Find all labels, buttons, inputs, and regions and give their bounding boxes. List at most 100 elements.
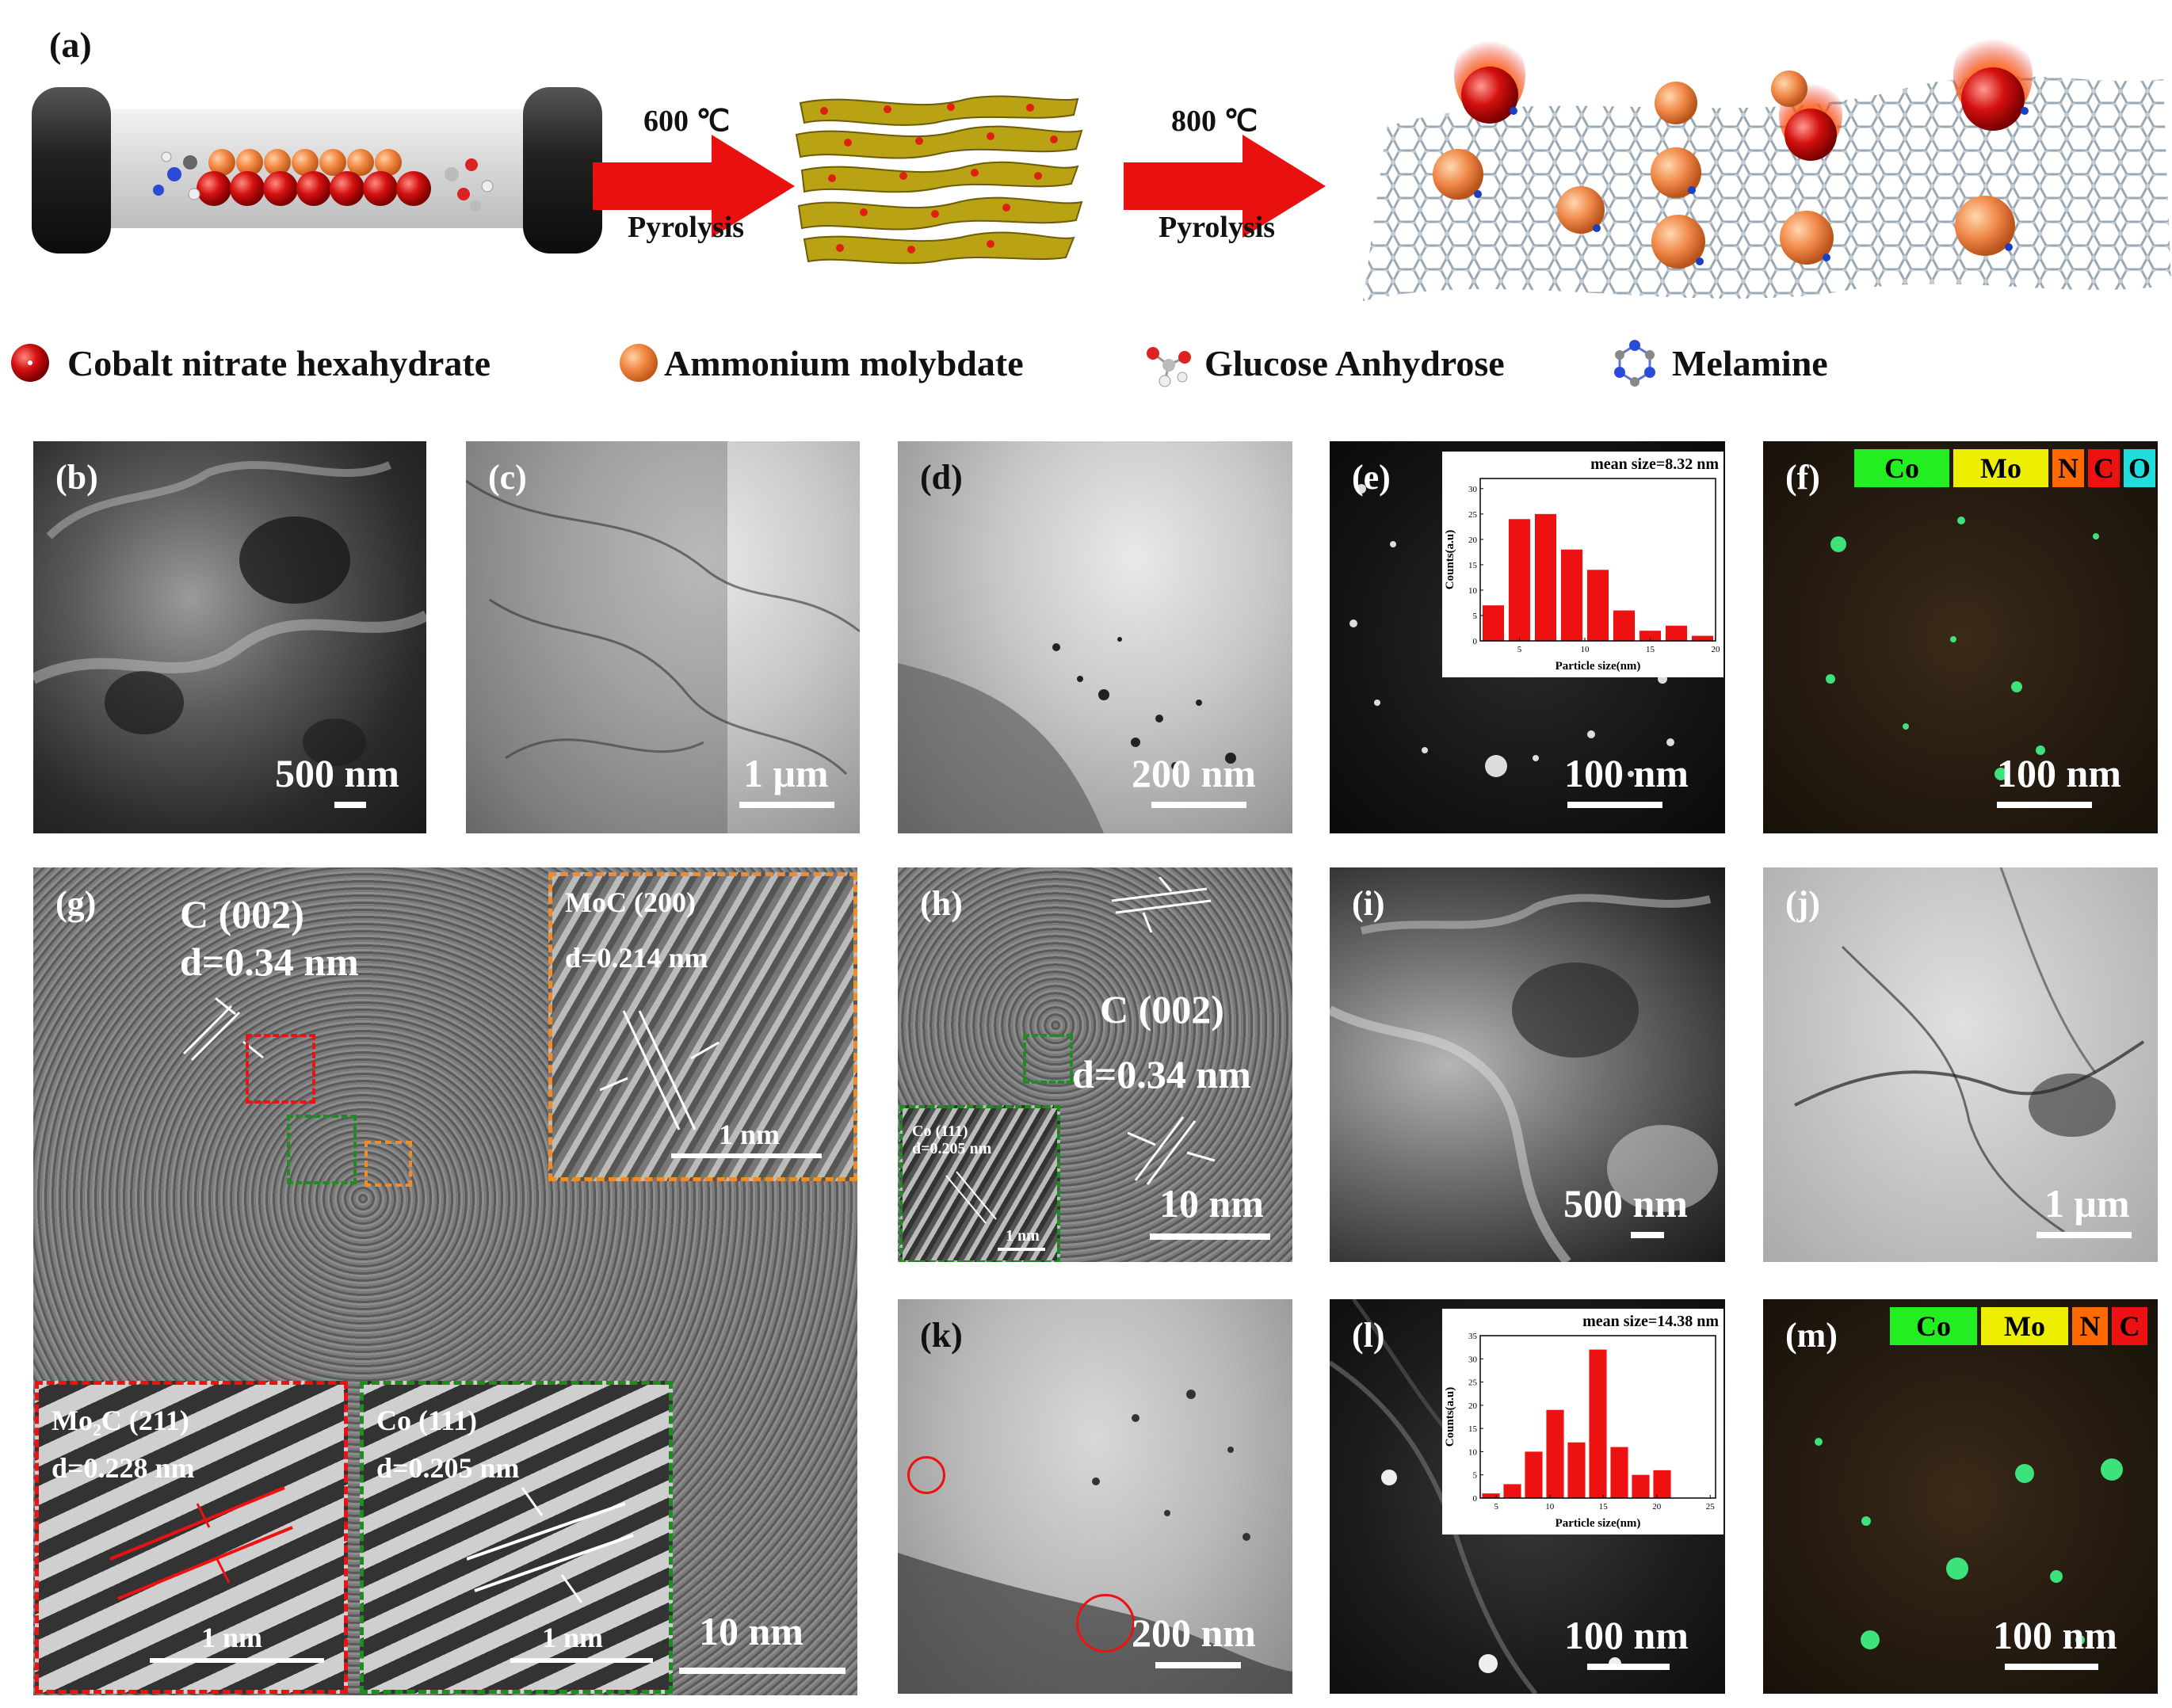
scale-bar-label: 1 μm	[2044, 1181, 2130, 1226]
highlight-circle	[1076, 1594, 1135, 1653]
panel-label-g: (g)	[55, 884, 97, 923]
orange-sphere-icon	[620, 344, 658, 382]
element-tag-o: O	[2124, 449, 2155, 487]
x-tick-label: 10	[1545, 1502, 1555, 1512]
element-tag-mo: Mo	[1981, 1307, 2068, 1345]
inset-moc-spacing: d=0.214 nm	[565, 942, 708, 974]
scale-bar	[998, 1248, 1045, 1251]
histogram-bar	[1534, 513, 1557, 641]
x-tick-label: 20	[1652, 1502, 1662, 1512]
y-tick-label: 30	[1468, 1355, 1478, 1364]
scale-bar-label: 1 nm	[542, 1622, 604, 1653]
melamine-molecule-icon	[1614, 340, 1655, 387]
y-tick-label: 0	[1473, 1494, 1478, 1504]
scale-bar	[1587, 1664, 1670, 1670]
y-axis-label: Counts(a.u)	[1444, 530, 1456, 589]
scale-bar-label: 10 nm	[1159, 1181, 1264, 1226]
panel-label-m: (m)	[1785, 1316, 1838, 1355]
step2-temperature: 800 ℃	[1171, 105, 1258, 138]
panel-k-tem-image: (k) 200 nm	[898, 1299, 1292, 1694]
panel-f-eds-map: (f) Co Mo N C O 100 nm	[1763, 441, 2158, 833]
y-tick-label: 10	[1468, 586, 1478, 596]
legend-label-molybdate: Ammonium molybdate	[664, 343, 1024, 383]
scale-bar-label: 100 nm	[1997, 751, 2121, 795]
panel-b-sem-image: (b) 500 nm	[33, 441, 426, 833]
panel-label-e: (e)	[1352, 458, 1391, 497]
lattice-fringe-marker	[110, 1486, 293, 1600]
y-tick-label: 20	[1468, 536, 1478, 545]
arrow-right-icon	[1124, 135, 1326, 238]
x-tick-label: 15	[1646, 645, 1655, 654]
scale-bar	[1155, 1662, 1241, 1668]
scale-bar	[2005, 1664, 2098, 1670]
scale-bar-label: 100 nm	[1564, 1613, 1689, 1657]
element-tag-co: Co	[1890, 1307, 1977, 1345]
element-tag-n: N	[2052, 449, 2084, 487]
panel-label-d: (d)	[920, 458, 963, 497]
step1-process: Pyrolysis	[628, 211, 745, 244]
eds-texture	[1815, 1438, 2123, 1649]
selection-box-red	[246, 1034, 315, 1104]
panel-i-sem-image: (i) 500 nm	[1330, 867, 1725, 1262]
y-axis-label: Counts(a.u)	[1444, 1387, 1456, 1447]
panel-label-a: (a)	[49, 25, 92, 65]
inset-moc-title: MoC (200)	[565, 886, 696, 918]
red-sphere-icon	[11, 344, 49, 382]
inset-mo2c-title: Mo₂C (211)	[52, 1405, 189, 1436]
element-tag-n: N	[2072, 1307, 2108, 1345]
scale-bar	[150, 1658, 324, 1663]
step2-process: Pyrolysis	[1159, 211, 1276, 244]
x-tick-label: 15	[1599, 1502, 1609, 1512]
lattice-spacing-label: d=0.34 nm	[180, 940, 359, 984]
arrow-right-icon	[593, 135, 795, 238]
histogram-title: mean size=14.38 nm	[1582, 1313, 1719, 1330]
scale-bar-label: 100 nm	[1993, 1613, 2117, 1657]
scale-bar	[510, 1658, 653, 1663]
panel-label-l: (l)	[1352, 1316, 1385, 1355]
histogram-title: mean size=8.32 nm	[1590, 456, 1719, 473]
y-tick-label: 35	[1468, 1332, 1478, 1341]
scale-bar-label: 1 nm	[1006, 1227, 1040, 1245]
histogram-background	[1442, 1309, 1723, 1535]
histogram-bar	[1691, 635, 1714, 641]
x-tick-label: 20	[1712, 645, 1721, 654]
y-tick-label: 5	[1473, 1471, 1478, 1481]
lattice-fringe-marker	[1112, 877, 1212, 932]
scale-bar	[1150, 1233, 1270, 1240]
histogram-bar	[1525, 1451, 1543, 1498]
inset-co: Co (111) d=0.205 nm 1 nm	[899, 1105, 1060, 1262]
x-tick-label: 10	[1581, 645, 1590, 654]
histogram-bar	[1508, 519, 1531, 641]
y-tick-label: 15	[1468, 1424, 1478, 1434]
scale-bar-label: 1 nm	[719, 1119, 781, 1150]
plot-frame	[1479, 1335, 1716, 1499]
lattice-plane-label: C (002)	[180, 892, 304, 936]
element-tag-c: C	[2112, 1307, 2147, 1345]
scale-bar	[1997, 802, 2092, 808]
y-tick-label: 25	[1468, 1378, 1478, 1388]
eds-texture	[1826, 517, 2099, 780]
panel-label-h: (h)	[920, 884, 963, 923]
y-tick-label: 15	[1468, 561, 1478, 570]
legend-label-melamine: Melamine	[1672, 343, 1828, 383]
selection-box-orange	[365, 1141, 412, 1187]
scale-bar-label: 1 nm	[201, 1622, 263, 1653]
scale-bar-label: 100 nm	[1564, 751, 1689, 795]
x-axis-label: Particle size(nm)	[1556, 660, 1641, 673]
lattice-spacing-label: d=0.34 nm	[1072, 1052, 1251, 1096]
molybdenum-carbide-particle-icon	[1433, 71, 2015, 269]
step1-temperature: 600 ℃	[643, 105, 731, 138]
panel-label-j: (j)	[1785, 884, 1820, 923]
panel-g-hrtem-image: (g) C (002) d=0.34 nm MoC (200) d=0.214 …	[33, 867, 857, 1695]
histogram-bar	[1653, 1470, 1671, 1498]
inset-co-title: Co (111)	[912, 1123, 968, 1140]
scale-bar	[679, 1668, 846, 1674]
lattice-plane-label: C (002)	[1100, 987, 1224, 1031]
panel-h-hrtem-image: (h) C (002) d=0.34 nm Co (111) d=0.205 n…	[898, 867, 1292, 1262]
inset-co-spacing: d=0.205 nm	[376, 1452, 520, 1484]
scale-bar-label: 1 μm	[743, 751, 829, 795]
inset-moc: MoC (200) d=0.214 nm 1 nm	[548, 872, 857, 1181]
inset-co: Co (111) d=0.205 nm 1 nm	[360, 1381, 673, 1694]
inset-mo2c: Mo₂C (211) d=0.228 nm 1 nm	[35, 1381, 348, 1694]
